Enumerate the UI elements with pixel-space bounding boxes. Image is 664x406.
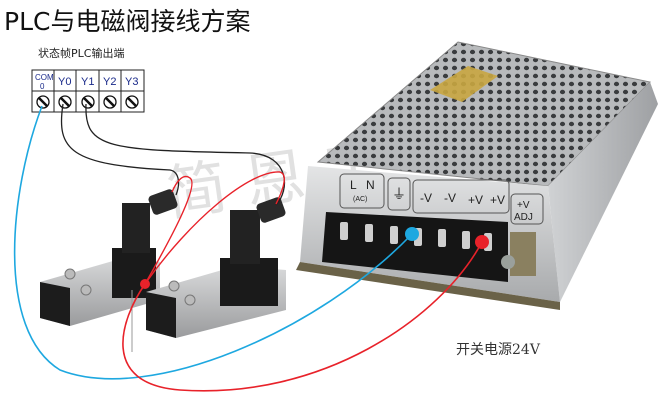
- wire-y0: [60, 103, 180, 196]
- psu-positive-terminal-marker: [475, 235, 489, 249]
- svg-text:+V: +V: [468, 193, 483, 207]
- svg-text:COM: COM: [35, 73, 54, 82]
- plc-output-label: 状态帧PLC输出端: [38, 47, 125, 60]
- psu-panel-labels: L N (AC) ⏚ -V -V +V +V +V ADJ: [339, 173, 544, 225]
- page-title: PLC与电磁阀接线方案: [4, 7, 251, 36]
- svg-text:⏚: ⏚: [392, 186, 406, 202]
- solenoid-valve-1: [40, 189, 178, 326]
- wire-blue-com0: [13, 105, 413, 380]
- wire-red-positive: [122, 241, 483, 392]
- wire-red-valve1: [144, 175, 193, 285]
- psu-negative-terminal-marker: [405, 227, 419, 241]
- wire-red-valve2: [144, 171, 285, 285]
- svg-text:+V: +V: [517, 200, 530, 211]
- junction-marker: [140, 279, 150, 289]
- svg-text:ADJ: ADJ: [514, 212, 533, 223]
- svg-text:+V: +V: [490, 193, 505, 207]
- terminal-y2-label: Y2: [103, 76, 116, 88]
- terminal-com0: COM 0: [35, 73, 54, 91]
- svg-text:-V: -V: [420, 191, 432, 205]
- solenoid-valve-2: [146, 197, 286, 338]
- svg-text:-V: -V: [444, 191, 456, 205]
- switching-power-supply: L N (AC) ⏚ -V -V +V +V +V ADJ: [296, 41, 658, 310]
- plc-terminal-block: COM 0 Y0 Y1 Y2 Y3: [31, 69, 145, 113]
- screw-icon: [36, 95, 139, 109]
- terminal-y0-label: Y0: [58, 76, 71, 88]
- power-supply-label: 开关电源24V: [456, 342, 540, 358]
- terminal-y1-label: Y1: [81, 76, 94, 88]
- terminal-y3-label: Y3: [125, 76, 138, 88]
- svg-text:L: L: [350, 178, 357, 192]
- svg-text:N: N: [366, 178, 375, 192]
- svg-text:0: 0: [40, 82, 45, 91]
- svg-text:(AC): (AC): [353, 196, 367, 203]
